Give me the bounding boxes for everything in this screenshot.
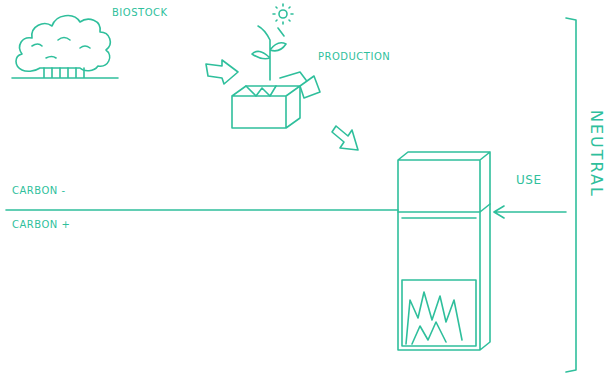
tree-detail [32,38,90,59]
neutral-bracket [566,18,576,372]
tree-trunks [12,68,118,78]
light-arrow [278,28,284,36]
tree-crown [16,16,110,72]
text-label: BIOSTOCK [112,8,168,18]
box-flaps [280,72,320,98]
flow-arrow [332,126,358,150]
plant [252,26,286,80]
text-label: CARBON + [12,220,70,230]
flow-arrow [206,60,238,84]
text-label: CARBON - [12,186,66,196]
production-box [232,86,300,128]
text-label: USE [516,174,541,186]
incinerator-body [398,204,490,350]
text-label: NEUTRAL [588,110,604,198]
use-arrow [494,206,566,218]
fire [406,292,462,344]
text-label: PRODUCTION [318,52,390,62]
sun-rays [273,4,293,24]
sun [279,10,287,18]
product-cube [398,152,490,212]
incinerator-door [402,218,476,346]
box-jagged-edge [246,86,276,96]
carbon-divider [6,209,398,211]
